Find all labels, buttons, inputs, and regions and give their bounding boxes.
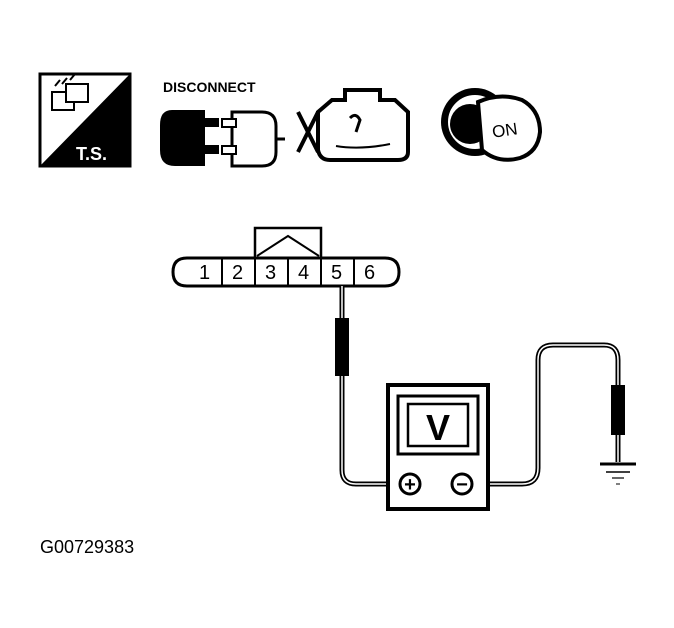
negative-lead [478, 342, 625, 487]
disconnect-icon: DISCONNECT [160, 79, 285, 168]
meter-symbol: V [426, 407, 450, 448]
pin-label-6: 6 [364, 262, 375, 284]
ignition-on-label: ON [491, 119, 519, 141]
ts-icon: T.S. [38, 72, 132, 168]
probe-negative [611, 385, 625, 435]
negative-terminal [450, 472, 474, 496]
pin-label-1: 1 [199, 262, 210, 284]
positive-symbol: + [404, 474, 416, 496]
connector-box-icon [51, 73, 89, 111]
positive-terminal [398, 472, 422, 496]
negative-symbol: − [456, 474, 468, 496]
positive-lead [335, 286, 400, 487]
voltmeter: V + − [386, 383, 490, 511]
pin-label-5: 5 [331, 262, 342, 284]
disconnect-label: DISCONNECT [163, 79, 256, 95]
pin-label-4: 4 [298, 262, 309, 284]
pin-label-3: 3 [265, 262, 276, 284]
engine-icon [296, 88, 410, 162]
probe-positive [335, 318, 349, 376]
ground-icon [600, 462, 636, 485]
figure-id: G00729383 [40, 537, 134, 557]
cross-mark-icon [296, 111, 320, 153]
ignition-key-icon: ON [441, 88, 543, 162]
ts-label: T.S. [76, 144, 107, 164]
pin-label-2: 2 [232, 262, 243, 284]
